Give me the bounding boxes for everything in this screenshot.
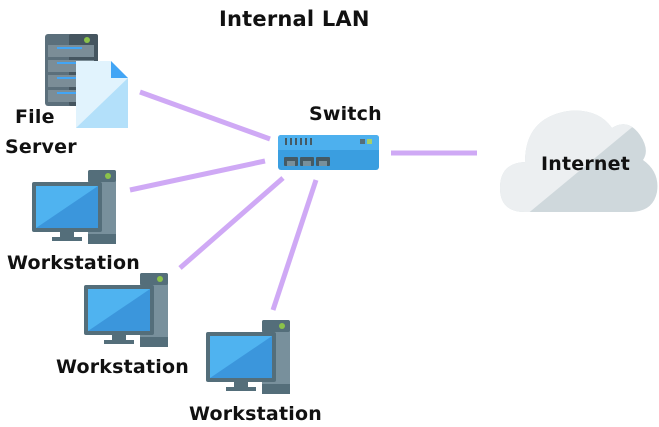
- internet-label: Internet: [541, 153, 631, 175]
- desktop-computer-icon[interactable]: [84, 273, 168, 347]
- desktop-computer-icon[interactable]: [32, 170, 116, 244]
- file-server-label-line2: Server: [5, 136, 77, 158]
- link-workstation-2-switch: [178, 176, 285, 270]
- file-server-label-line1: File: [15, 106, 55, 128]
- workstation-2-label: Workstation: [56, 356, 189, 378]
- diagram-title: Internal LAN: [219, 7, 370, 31]
- switch-label: Switch: [309, 103, 382, 125]
- network-switch-icon[interactable]: [278, 135, 379, 170]
- desktop-computer-icon[interactable]: [206, 320, 290, 394]
- link-workstation-1-switch: [129, 158, 266, 193]
- link-file-server-switch: [139, 89, 271, 142]
- workstation-1-label: Workstation: [7, 252, 140, 274]
- connections: [129, 89, 477, 311]
- file-server-icon[interactable]: [45, 34, 128, 128]
- workstation-3-label: Workstation: [189, 403, 322, 425]
- link-workstation-3-switch: [270, 179, 319, 311]
